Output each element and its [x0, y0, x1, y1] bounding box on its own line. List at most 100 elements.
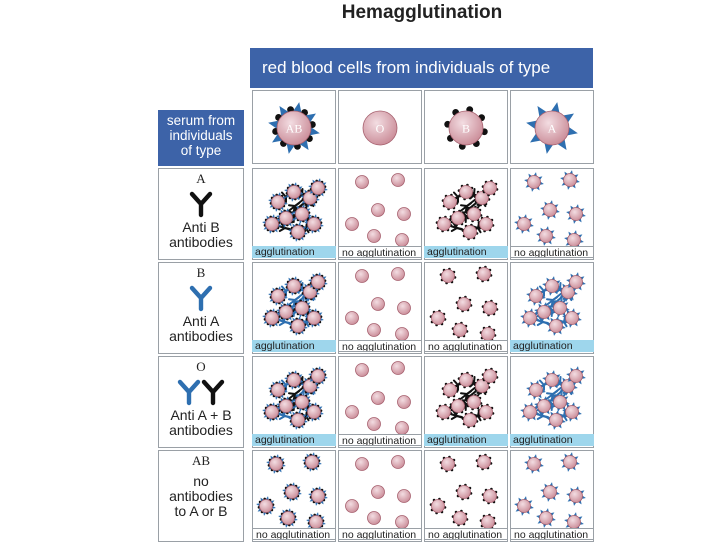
- red-blood-cell-icon: A: [526, 102, 578, 154]
- red-blood-cell-icon: [542, 276, 562, 296]
- result-figure: [510, 356, 594, 434]
- red-blood-cell-icon: [524, 454, 544, 474]
- result-label: agglutination: [424, 434, 508, 446]
- serum-type-label: AB: [159, 453, 243, 468]
- antibody-label: antibodies: [159, 423, 243, 438]
- red-blood-cell-icon: [284, 276, 304, 296]
- red-blood-cell-icon: [398, 302, 411, 315]
- red-blood-cell-icon: [442, 382, 459, 399]
- serum-label: AB noantibodiesto A or B: [158, 450, 244, 542]
- result-label: agglutination: [510, 434, 594, 446]
- antibody-label: antibodies: [159, 329, 243, 344]
- antibody-label: antibodies: [159, 235, 243, 250]
- red-blood-cell-icon: [392, 174, 405, 187]
- result-label: no agglutination: [510, 528, 594, 540]
- red-blood-cell-icon: [278, 508, 298, 528]
- result-figure: [252, 168, 336, 246]
- red-blood-cell-icon: [476, 454, 493, 471]
- result-figure: [252, 356, 336, 434]
- red-blood-cell-icon: [430, 498, 447, 515]
- result-label: agglutination: [252, 340, 336, 352]
- antibody-label: Anti B: [159, 220, 243, 235]
- red-blood-cell-icon: [542, 370, 562, 390]
- result-label: no agglutination: [424, 340, 508, 352]
- red-blood-cell-icon: [540, 200, 560, 220]
- red-blood-cell-icon: [346, 218, 359, 231]
- result-label: no agglutination: [338, 246, 422, 258]
- red-blood-cell-icon: [396, 516, 409, 529]
- red-blood-cell-icon: [372, 298, 385, 311]
- antibody-figure: [171, 186, 231, 220]
- cell-type-label: AB: [286, 122, 303, 136]
- antibody-label: Anti A + B: [159, 408, 243, 423]
- serum-type-label: A: [159, 171, 243, 186]
- red-blood-cell-icon: [356, 270, 369, 283]
- red-blood-cell-icon: [560, 170, 580, 190]
- cell-type-label: O: [376, 122, 385, 136]
- red-blood-cell-icon: [284, 370, 304, 390]
- red-blood-cell-icon: [396, 328, 409, 341]
- row-header-line: of type: [158, 143, 244, 158]
- result-label: agglutination: [252, 246, 336, 258]
- serum-type-label: B: [159, 265, 243, 280]
- result-label: no agglutination: [338, 434, 422, 446]
- red-blood-cell-icon: [396, 234, 409, 247]
- red-blood-cell-icon: [440, 268, 457, 285]
- red-blood-cell-icon: [256, 496, 276, 516]
- red-blood-cell-icon: B: [444, 106, 487, 149]
- red-blood-cell-icon: [302, 452, 322, 472]
- result-label: no agglutination: [252, 528, 336, 540]
- red-blood-cell-icon: [452, 322, 469, 339]
- red-blood-cell-icon: [346, 500, 359, 513]
- result-figure: [510, 168, 594, 246]
- red-blood-cell-icon: [368, 512, 381, 525]
- red-blood-cell-icon: [282, 482, 302, 502]
- antibody-figure: [171, 280, 231, 314]
- red-blood-cell-icon: [356, 364, 369, 377]
- result-label: no agglutination: [424, 528, 508, 540]
- result-figure: [424, 168, 508, 246]
- result-figure: [510, 450, 594, 528]
- antibody-figure: [171, 374, 231, 408]
- result-figure: [424, 262, 508, 340]
- red-blood-cell-icon: [356, 458, 369, 471]
- red-blood-cell-icon: [368, 230, 381, 243]
- red-blood-cell-icon: [398, 396, 411, 409]
- result-label: no agglutination: [338, 528, 422, 540]
- result-label: no agglutination: [338, 340, 422, 352]
- red-blood-cell-icon: [560, 452, 580, 472]
- red-blood-cell-icon: [398, 490, 411, 503]
- red-blood-cell-icon: [398, 208, 411, 221]
- red-blood-cell-icon: [442, 194, 459, 211]
- red-blood-cell-icon: [566, 486, 586, 506]
- red-blood-cell-icon: [566, 204, 586, 224]
- red-blood-cell-icon: [514, 214, 534, 234]
- antibody-label: no: [159, 474, 243, 489]
- result-figure: [424, 356, 508, 434]
- red-blood-cell-icon: [452, 510, 469, 527]
- antibody-label: Anti A: [159, 314, 243, 329]
- red-blood-cell-icon: [368, 324, 381, 337]
- red-blood-cell-icon: [372, 392, 385, 405]
- cell-type-figure: O: [338, 90, 422, 164]
- result-figure: [252, 262, 336, 340]
- result-figure: [338, 168, 422, 246]
- antibody-label: to A or B: [159, 504, 243, 519]
- red-blood-cell-icon: [346, 406, 359, 419]
- row-header-line: individuals: [158, 128, 244, 143]
- red-blood-cell-icon: [392, 268, 405, 281]
- row-header: serum from individuals of type: [158, 110, 244, 166]
- cell-type-label: A: [548, 122, 557, 136]
- red-blood-cell-icon: [392, 362, 405, 375]
- red-blood-cell-icon: [372, 204, 385, 217]
- red-blood-cell-icon: [346, 312, 359, 325]
- red-blood-cell-icon: AB: [268, 102, 320, 154]
- red-blood-cell-icon: [430, 310, 447, 327]
- red-blood-cell-icon: O: [363, 111, 397, 145]
- red-blood-cell-icon: [456, 484, 473, 501]
- antibody-label: antibodies: [159, 489, 243, 504]
- red-blood-cell-icon: [462, 224, 479, 241]
- red-blood-cell-icon: [476, 266, 493, 283]
